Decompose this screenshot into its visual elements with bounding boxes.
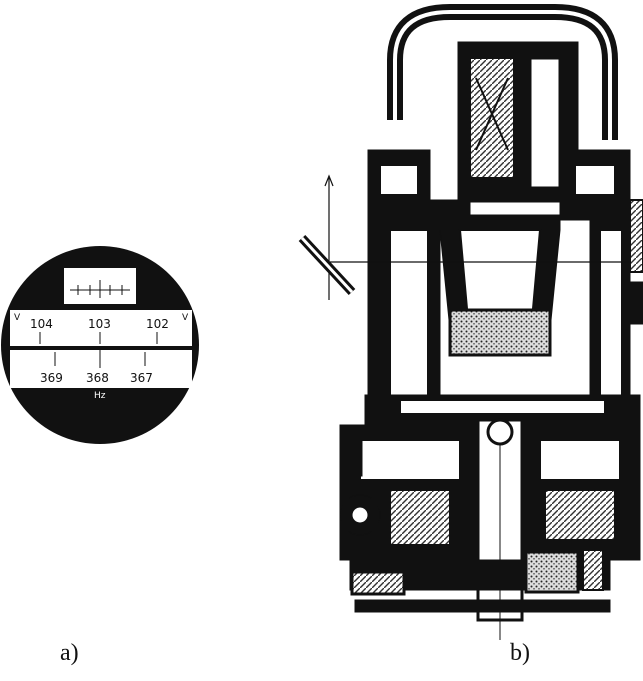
level-bubble	[486, 418, 514, 446]
lower-scale-window	[10, 350, 192, 388]
base-plate	[354, 599, 611, 613]
leveling-screw-left	[350, 570, 406, 596]
lower-tick-label-3: 367	[130, 371, 153, 385]
caption-a: a)	[60, 640, 79, 666]
upper-tick-label-1: 104	[30, 317, 53, 331]
upper-tick-label-3: 102	[146, 317, 169, 331]
panel-b-theodolite-section	[298, 4, 643, 640]
lower-tick-label-2: 368	[86, 371, 109, 385]
upper-scale-edge-right: V	[182, 313, 189, 323]
upper-tick-label-2: 103	[88, 317, 111, 331]
panel-a-reading-view: V V 104 103 102 369 368 367 Hz	[1, 246, 199, 444]
objective-lens	[448, 308, 552, 357]
upper-scale-edge-left: V	[14, 313, 21, 323]
leveling-screw-right	[524, 550, 580, 594]
lower-scale-bottom-label: Hz	[94, 391, 106, 401]
lower-tick-label-1: 369	[40, 371, 63, 385]
tangent-screw-knob-left	[339, 439, 363, 477]
caption-b: b)	[510, 640, 530, 666]
focus-knob-right	[629, 199, 643, 273]
